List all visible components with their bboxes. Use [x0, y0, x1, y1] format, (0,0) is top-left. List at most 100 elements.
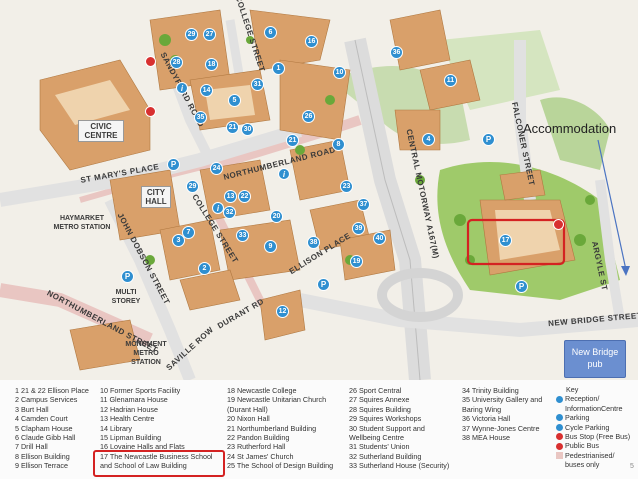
building-marker[interactable]: 21 — [226, 121, 239, 134]
page-number: 5 — [630, 463, 634, 470]
campus-map[interactable] — [0, 0, 638, 380]
building-marker[interactable]: 23 — [340, 180, 353, 193]
bus-stop-icon — [145, 106, 156, 117]
accommodation-highlight — [466, 218, 566, 266]
building-marker[interactable]: 22 — [238, 190, 251, 203]
building-marker[interactable]: 12 — [276, 305, 289, 318]
building-marker[interactable]: 1 — [272, 62, 285, 75]
key-item-reception: Reception/ — [556, 394, 630, 403]
legend-item: Baring Wing — [462, 404, 502, 414]
building-marker[interactable]: 9 — [264, 240, 277, 253]
legend-item: 38 MEA House — [462, 433, 510, 443]
legend-item: 2 Campus Services — [15, 395, 78, 405]
building-marker[interactable]: 21 — [286, 134, 299, 147]
building-marker[interactable]: 35 — [194, 111, 207, 124]
bus-icon — [556, 442, 563, 450]
accommodation-label: Accommodation — [523, 121, 617, 136]
legend-item: 19 Newcastle Unitarian Church — [227, 395, 327, 405]
legend-item: Wellbeing Centre — [349, 433, 405, 443]
building-marker[interactable]: 40 — [373, 232, 386, 245]
legend-highlight-business-school — [93, 450, 225, 477]
legend-column-4: 26 Sport Central 27 Squires Annexe 28 Sq… — [349, 386, 449, 471]
building-marker[interactable]: 7 — [182, 226, 195, 239]
legend-item: and School of Law Building — [100, 461, 187, 471]
legend-item: 5 Clapham House — [15, 423, 73, 433]
legend-item: 6 Claude Gibb Hall — [15, 433, 76, 443]
legend-item: 3 Burt Hall — [15, 404, 49, 414]
building-marker[interactable]: 24 — [210, 162, 223, 175]
building-marker[interactable]: 13 — [224, 190, 237, 203]
legend-item: 1 21 & 22 Ellison Place — [15, 386, 89, 395]
building-marker[interactable]: 10 — [333, 66, 346, 79]
legend-item: 23 Rutherford Hall — [227, 442, 286, 452]
building-marker[interactable]: 20 — [270, 210, 283, 223]
building-marker[interactable]: 31 — [251, 78, 264, 91]
building-marker[interactable]: 6 — [264, 26, 277, 39]
bicycle-icon — [556, 423, 563, 431]
legend-item: 35 University Gallery and — [462, 395, 543, 405]
key-title: Key — [566, 385, 579, 394]
parking-icon: P — [121, 270, 134, 283]
building-marker[interactable]: 27 — [203, 28, 216, 41]
building-marker[interactable]: 39 — [352, 222, 365, 235]
building-marker[interactable]: 33 — [236, 229, 249, 242]
building-marker[interactable]: 29 — [186, 180, 199, 193]
key-item-cycle: Cycle Parking — [556, 423, 630, 432]
building-marker[interactable]: 16 — [305, 35, 318, 48]
building-marker[interactable]: 11 — [444, 74, 457, 87]
building-marker[interactable]: 8 — [332, 138, 345, 151]
place-monument: MONUMENT METRO STATION — [125, 341, 167, 366]
legend-item: 12 Hadrian House — [100, 404, 158, 414]
legend-column-2: 10 Former Sports Facility 11 Glenamara H… — [100, 386, 213, 471]
building-marker[interactable]: 19 — [350, 255, 363, 268]
building-marker[interactable]: 30 — [241, 123, 254, 136]
key-item-reception-cont: InformationCentre — [565, 403, 623, 413]
building-marker[interactable]: 3 — [172, 234, 185, 247]
key-item-parking: Parking — [556, 413, 630, 422]
building-marker[interactable]: 36 — [390, 46, 403, 59]
info-icon — [556, 395, 563, 403]
legend-item: 31 Students' Union — [349, 442, 410, 452]
legend-item: 36 Victoria Hall — [462, 414, 511, 424]
building-marker[interactable]: 2 — [198, 262, 211, 275]
legend-item: 4 Camden Court — [15, 414, 68, 424]
legend-item: 7 Drill Hall — [15, 442, 48, 452]
building-marker[interactable]: 18 — [205, 58, 218, 71]
place-city-hall: CITY HALL — [141, 186, 171, 208]
parking-icon: P — [167, 158, 180, 171]
legend-item: 25 The School of Design Building — [227, 461, 334, 471]
legend-item: 11 Glenamara House — [100, 395, 168, 405]
key-item-pedestrian: Pedestrianised/ — [556, 451, 630, 460]
legend-item: 18 Newcastle College — [227, 386, 297, 395]
info-icon: i — [278, 168, 290, 180]
building-marker-accommodation[interactable]: 17 — [499, 234, 512, 247]
building-marker[interactable]: 28 — [170, 56, 183, 69]
pedestrian-swatch — [556, 452, 563, 460]
parking-icon: P — [317, 278, 330, 291]
legend-item: 21 Northumberland Building — [227, 423, 317, 433]
info-icon: i — [212, 202, 224, 214]
legend-item: 26 Sport Central — [349, 386, 402, 395]
place-haymarket: HAYMARKET METRO STATION — [53, 215, 111, 231]
building-marker[interactable]: 38 — [307, 236, 320, 249]
building-marker[interactable]: 14 — [200, 84, 213, 97]
legend-item: 32 Sutherland Building — [349, 451, 422, 461]
legend-item: 13 Health Centre — [100, 414, 155, 424]
bus-stop-icon — [553, 219, 564, 230]
legend-item: 20 Nixon Hall — [227, 414, 270, 424]
building-marker[interactable]: 37 — [357, 198, 370, 211]
building-marker[interactable]: 5 — [228, 94, 241, 107]
bus-stop-icon — [556, 433, 563, 441]
building-marker[interactable]: 26 — [302, 110, 315, 123]
key-item-free-bus: Bus Stop (Free Bus) — [556, 432, 630, 441]
legend-item: 29 Squires Workshops — [349, 414, 422, 424]
legend-item: 24 St James' Church — [227, 451, 294, 461]
legend-item: 14 Library — [100, 423, 132, 433]
pub-label-line2: pub — [587, 359, 603, 369]
building-marker[interactable]: 32 — [223, 206, 236, 219]
building-marker[interactable]: 29 — [185, 28, 198, 41]
parking-icon: P — [515, 280, 528, 293]
legend-item: 9 Ellison Terrace — [15, 461, 68, 471]
building-marker[interactable]: 4 — [422, 133, 435, 146]
